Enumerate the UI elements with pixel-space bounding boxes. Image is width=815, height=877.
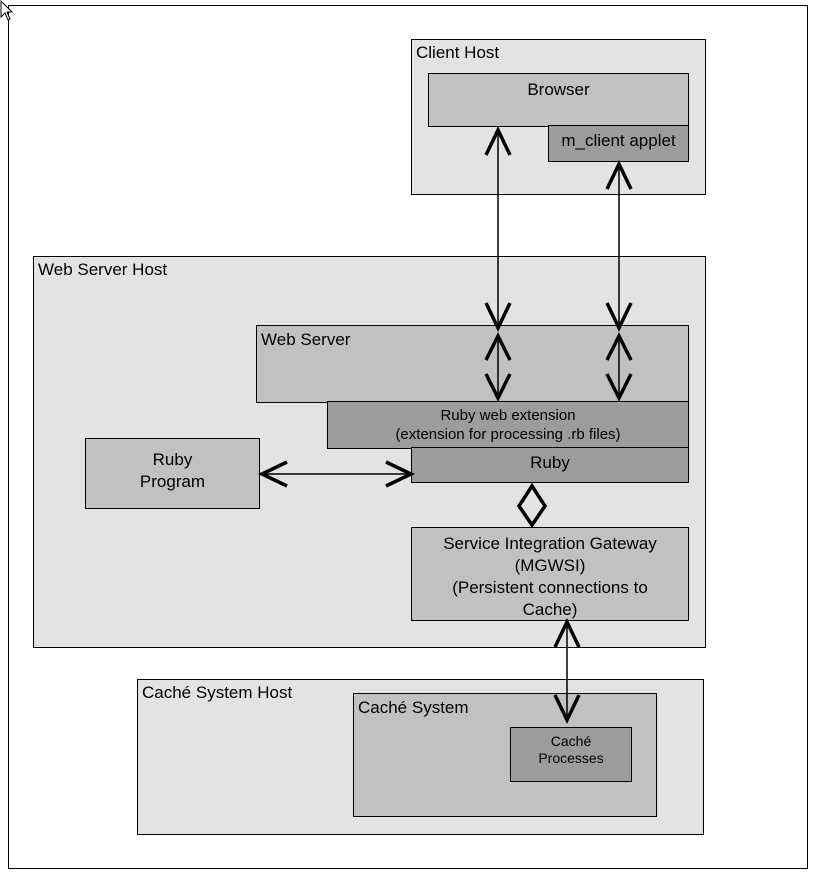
gateway-line1: Service Integration Gateway bbox=[443, 534, 657, 553]
ruby-extension-box: Ruby web extension (extension for proces… bbox=[327, 401, 689, 449]
web-server-host-label: Web Server Host bbox=[38, 260, 168, 279]
ruby-label: Ruby bbox=[530, 453, 570, 472]
gateway-box: Service Integration Gateway (MGWSI) (Per… bbox=[411, 527, 689, 621]
gateway-label: Service Integration Gateway (MGWSI) (Per… bbox=[412, 533, 688, 621]
gateway-line4: Cache) bbox=[522, 600, 578, 619]
cache-processes-line2: Processes bbox=[538, 750, 604, 766]
client-host-label: Client Host bbox=[416, 43, 500, 62]
ruby-program-box: Ruby Program bbox=[85, 438, 260, 509]
cache-host-label: Caché System Host bbox=[142, 683, 293, 702]
web-server-label: Web Server bbox=[261, 330, 351, 349]
ruby-extension-line2: (extension for processing .rb files) bbox=[395, 426, 621, 443]
ruby-program-line1: Ruby bbox=[152, 450, 193, 469]
applet-box: m_client applet bbox=[548, 125, 689, 162]
cache-processes-box: Caché Processes bbox=[510, 727, 632, 782]
applet-label: m_client applet bbox=[561, 131, 676, 150]
mouse-pointer-icon bbox=[0, 0, 14, 21]
cache-system-label: Caché System bbox=[358, 698, 469, 717]
ruby-extension-label: Ruby web extension (extension for proces… bbox=[328, 406, 688, 444]
cache-processes-line1: Caché bbox=[550, 733, 592, 749]
gateway-line3: (Persistent connections to bbox=[452, 578, 648, 597]
gateway-line2: (MGWSI) bbox=[514, 556, 586, 575]
ruby-program-line2: Program bbox=[139, 472, 206, 491]
browser-label: Browser bbox=[527, 80, 590, 99]
ruby-box: Ruby bbox=[411, 447, 689, 483]
web-server-box: Web Server bbox=[256, 325, 689, 403]
ruby-program-label: Ruby Program bbox=[86, 449, 259, 493]
ruby-extension-line1: Ruby web extension bbox=[440, 407, 576, 424]
cache-processes-label: Caché Processes bbox=[511, 733, 631, 767]
browser-box: Browser bbox=[428, 73, 689, 127]
